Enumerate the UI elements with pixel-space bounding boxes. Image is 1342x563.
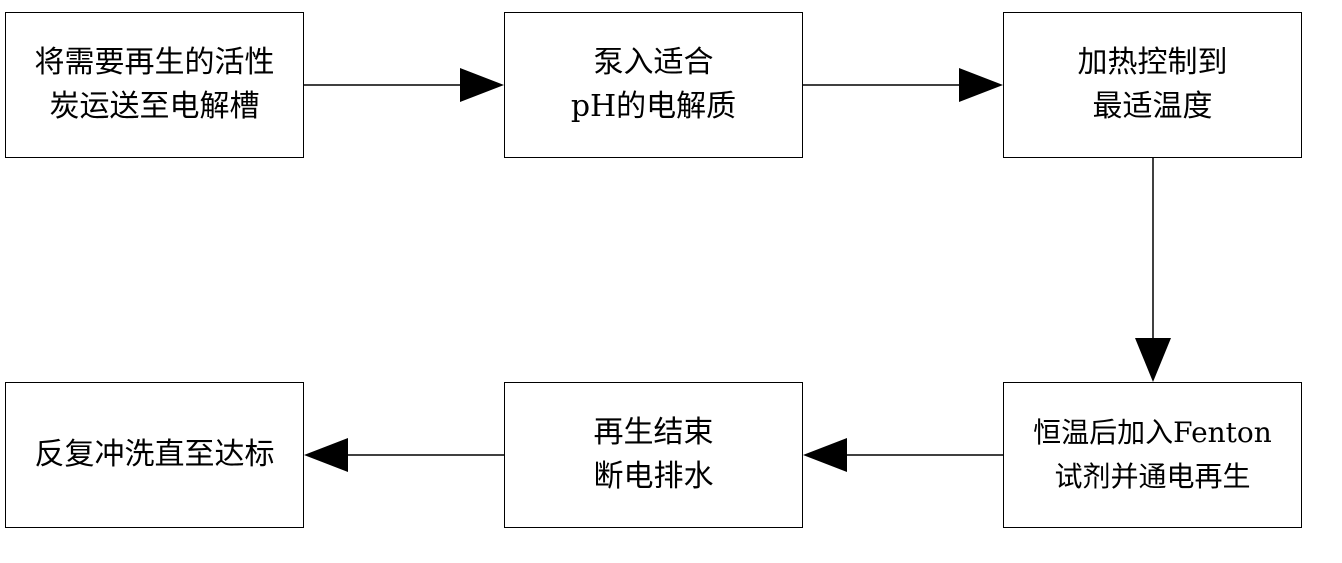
step-text-line: 恒温后加入Fenton — [1033, 416, 1272, 449]
step-text-line: 炭运送至电解槽 — [49, 89, 260, 124]
step-text-line: 反复冲洗直至达标 — [34, 437, 275, 472]
step-box-fenton-regeneration: 恒温后加入Fenton 试剂并通电再生 — [1003, 382, 1302, 528]
arrowhead-right-icon — [460, 68, 504, 102]
arrowhead-right-icon — [959, 68, 1003, 102]
step-box-end-drain: 再生结束 断电排水 — [504, 382, 803, 528]
step-text-line: 加热控制到 — [1077, 45, 1228, 80]
step-text-line: 最适温度 — [1092, 89, 1213, 124]
step-box-rinse: 反复冲洗直至达标 — [5, 382, 304, 528]
arrow-step1-to-step2 — [304, 68, 504, 102]
arrowhead-left-icon — [304, 438, 348, 472]
step-text-line: 断电排水 — [593, 459, 714, 494]
arrow-step5-to-step6 — [304, 438, 504, 472]
arrow-step4-to-step5 — [803, 438, 1003, 472]
step-text-line: 再生结束 — [593, 415, 714, 450]
arrowhead-left-icon — [803, 438, 847, 472]
step-box-pump-electrolyte: 泵入适合 pH的电解质 — [504, 12, 803, 158]
arrow-step3-to-step4 — [1135, 158, 1171, 382]
step-box-transport-carbon: 将需要再生的活性 炭运送至电解槽 — [5, 12, 304, 158]
step-text-line: 试剂并通电再生 — [1054, 460, 1251, 493]
step-text-line: 将需要再生的活性 — [34, 45, 275, 80]
arrow-step2-to-step3 — [803, 68, 1003, 102]
arrowhead-down-icon — [1135, 338, 1171, 382]
step-box-heat-control: 加热控制到 最适温度 — [1003, 12, 1302, 158]
step-text-line: pH的电解质 — [570, 89, 737, 124]
step-text-line: 泵入适合 — [593, 45, 714, 80]
